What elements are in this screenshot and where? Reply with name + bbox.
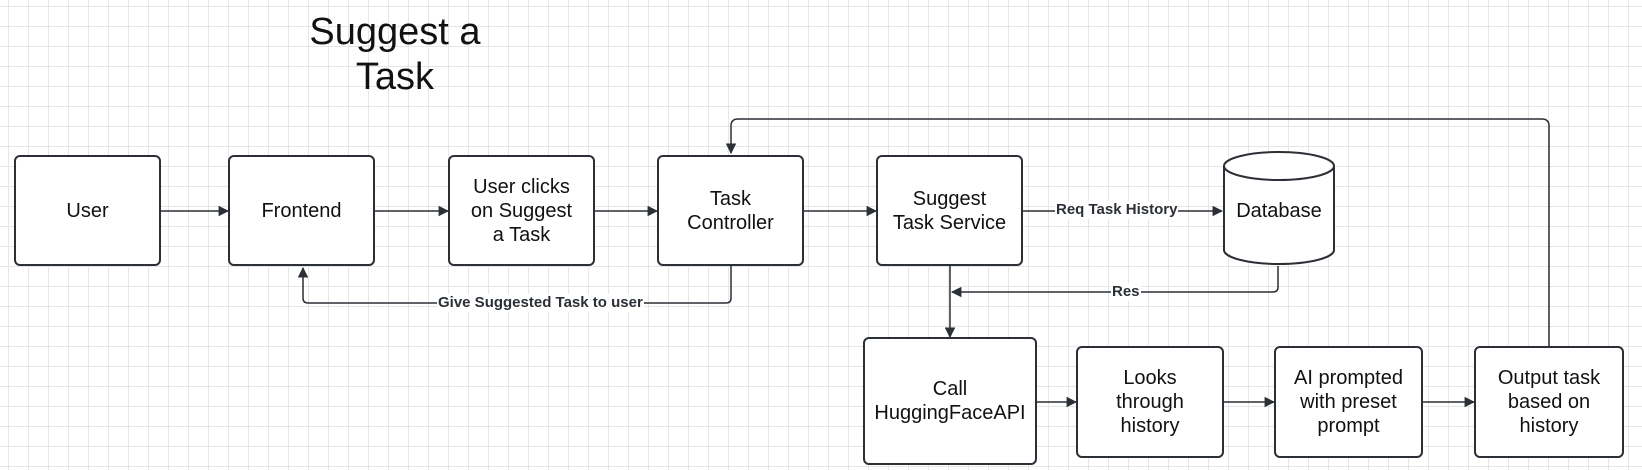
task-controller-node: Task Controller — [657, 155, 804, 266]
frontend-node: Frontend — [228, 155, 375, 266]
looks-through-history-node: Looks through history — [1076, 346, 1224, 458]
call-huggingface-api-node: Call HuggingFaceAPI — [863, 337, 1037, 465]
database-cylinder — [1223, 151, 1335, 265]
database-label: Database — [1236, 200, 1322, 222]
edge-database-service — [950, 266, 1279, 298]
diagram-title: Suggest a Task — [309, 11, 481, 98]
suggest-task-service-node: Suggest Task Service — [876, 155, 1023, 266]
edge-label-res: Res — [1111, 283, 1141, 301]
ai-prompted-node: AI prompted with preset prompt — [1274, 346, 1423, 458]
output-task-node: Output task based on history — [1474, 346, 1624, 458]
edge-output-controller — [725, 118, 1550, 346]
user-clicks-node: User clicks on Suggest a Task — [448, 155, 595, 266]
edge-label-give-suggested-task: Give Suggested Task to user — [437, 294, 644, 312]
user-node: User — [14, 155, 161, 266]
edge-label-req-task-history: Req Task History — [1055, 201, 1179, 219]
